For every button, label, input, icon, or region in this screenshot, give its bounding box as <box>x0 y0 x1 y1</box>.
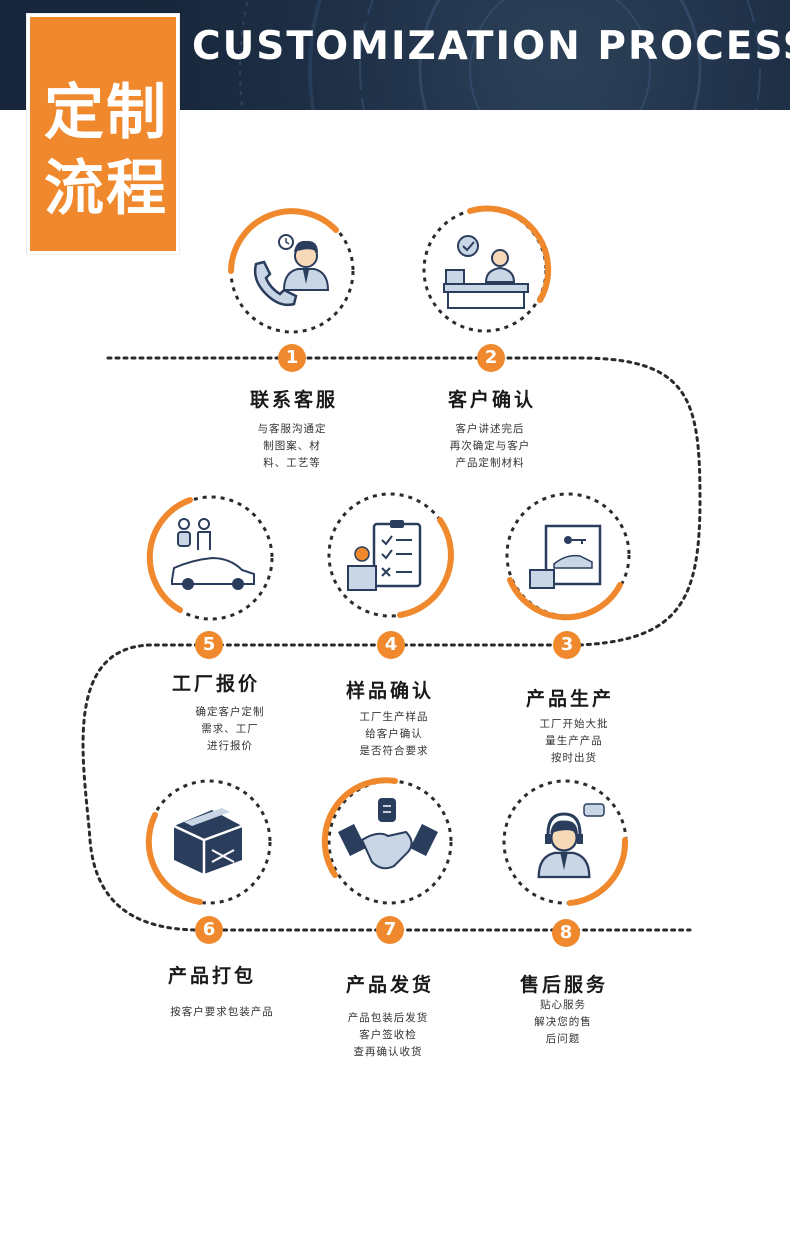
step-desc-1: 与客服沟通定 制图案、材 料、工艺等 <box>258 421 327 472</box>
title-badge: 定制 流程 <box>27 14 179 254</box>
step-number-6: 6 <box>195 916 223 944</box>
desc-line: 工厂开始大批 <box>539 718 609 730</box>
desc-line: 按客户要求包装产品 <box>170 1006 274 1018</box>
support-agent-icon <box>537 803 605 879</box>
handshake-icon <box>338 798 438 870</box>
step-number-8: 8 <box>552 919 580 947</box>
step-desc-2: 客户讲述完后 再次确定与客户 产品定制材料 <box>450 421 531 472</box>
production-document-icon <box>529 524 602 589</box>
step-title-1: 联系客服 <box>249 389 339 411</box>
step-title-8: 售后服务 <box>519 974 609 996</box>
desc-line: 再次确定与客户 <box>449 440 531 452</box>
badge-line-1: 定制 <box>44 78 168 148</box>
desc-line: 按时出货 <box>551 752 597 764</box>
step-title-7: 产品发货 <box>345 974 435 996</box>
step-number-2: 2 <box>477 344 505 372</box>
desc-line: 是否符合要求 <box>359 745 429 757</box>
banner-ring-pattern <box>239 0 761 110</box>
step-title-6: 产品打包 <box>167 965 257 987</box>
step-number-7: 7 <box>376 916 404 944</box>
desc-line: 量生产产品 <box>545 735 603 747</box>
step-desc-5: 确定客户定制 需求、工厂 进行报价 <box>196 704 265 755</box>
desc-line: 制图案、材 <box>263 440 321 452</box>
step-number-5: 5 <box>195 631 223 659</box>
step-circle-4 <box>327 492 454 618</box>
step-circle-1 <box>228 208 355 334</box>
desc-line: 产品定制材料 <box>455 457 525 469</box>
desc-line: 需求、工厂 <box>201 723 259 735</box>
step-desc-6: 按客户要求包装产品 <box>170 1004 274 1021</box>
desc-line: 料、工艺等 <box>263 457 321 469</box>
desc-line: 工厂生产样品 <box>359 711 429 723</box>
step-desc-7: 产品包装后发货 客户签收检 查再确认收货 <box>348 1010 429 1061</box>
reception-desk-icon <box>443 235 529 309</box>
step-title-4: 样品确认 <box>345 680 435 702</box>
step-desc-4: 工厂生产样品 给客户确认 是否符合要求 <box>360 709 429 760</box>
desc-line: 贴心服务 <box>540 999 586 1011</box>
desc-line: 查再确认收货 <box>353 1046 423 1058</box>
page-title: CUSTOMIZATION PROCESS <box>192 24 790 69</box>
step-title-2: 客户确认 <box>447 389 537 411</box>
desc-line: 进行报价 <box>207 740 253 752</box>
step-circle-5 <box>146 495 274 621</box>
step-circle-8 <box>502 779 629 906</box>
desc-line: 客户签收检 <box>359 1029 417 1041</box>
desc-line: 解决您的售 <box>534 1016 592 1028</box>
step-circle-2 <box>422 205 552 333</box>
desc-line: 后问题 <box>545 1033 581 1045</box>
desc-line: 产品包装后发货 <box>347 1012 429 1024</box>
desc-line: 给客户确认 <box>365 728 423 740</box>
step-circle-7 <box>321 777 453 905</box>
step-title-5: 工厂报价 <box>171 673 261 695</box>
step-title-3: 产品生产 <box>525 688 615 710</box>
step-desc-8: 贴心服务 解决您的售 后问题 <box>534 997 592 1048</box>
step-circle-6 <box>145 779 272 905</box>
car-quote-icon <box>171 518 255 590</box>
step-number-1: 1 <box>278 344 306 372</box>
desc-line: 客户讲述完后 <box>455 423 525 435</box>
desc-line: 与客服沟通定 <box>257 423 327 435</box>
step-desc-3: 工厂开始大批 量生产产品 按时出货 <box>540 716 609 767</box>
desc-line: 确定客户定制 <box>195 706 265 718</box>
checklist-icon <box>347 520 422 591</box>
badge-line-2: 流程 <box>44 154 168 224</box>
step-number-3: 3 <box>553 631 581 659</box>
phone-agent-icon <box>253 234 329 307</box>
step-number-4: 4 <box>377 631 405 659</box>
step-circle-3 <box>505 492 631 621</box>
package-box-icon <box>173 808 243 874</box>
